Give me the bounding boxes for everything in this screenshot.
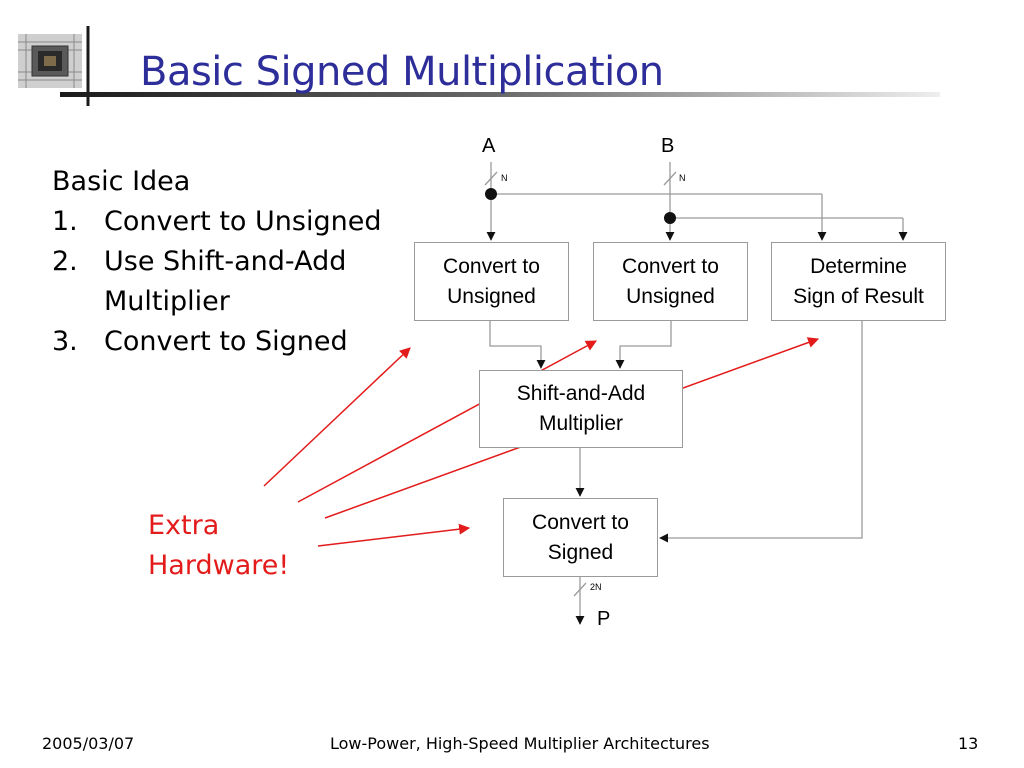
bullet-text: Convert to Unsigned — [104, 206, 382, 237]
extra-hardware-annotation: Extra Hardware! — [148, 506, 289, 586]
annotation-line: Extra — [148, 510, 220, 541]
box-line: Sign of Result — [793, 284, 924, 308]
footer-title: Low-Power, High-Speed Multiplier Archite… — [330, 734, 710, 753]
box-line: Convert to — [622, 254, 719, 278]
input-a-label: A — [482, 135, 496, 157]
red-arrow-2 — [297, 340, 597, 503]
bullet-text-continued: Multiplier — [104, 286, 230, 317]
convert-to-unsigned-a-box: Convert to Unsigned — [414, 242, 569, 321]
bullet-item: 2. Use Shift-and-Add — [52, 242, 381, 282]
box-line: Signed — [547, 540, 614, 564]
page-title: Basic Signed Multiplication — [140, 49, 664, 95]
box-line: Determine — [810, 254, 907, 278]
box-line: Unsigned — [626, 284, 715, 308]
footer-date: 2005/03/07 — [42, 734, 135, 753]
box-line: Shift-and-Add — [516, 382, 646, 405]
output-p-label: P — [597, 608, 611, 630]
red-arrow-1 — [263, 347, 411, 487]
input-b-label: B — [661, 135, 675, 157]
junction-dot-a — [485, 188, 497, 200]
bullet-item: 3. Convert to Signed — [52, 322, 381, 362]
chip-logo-icon — [18, 34, 82, 88]
bus-width-p: 2N — [590, 582, 602, 592]
bullet-text: Convert to Signed — [104, 326, 348, 357]
bullet-number: 2. — [52, 246, 78, 277]
box-line: Unsigned — [447, 284, 536, 308]
box-line: Convert to — [443, 254, 540, 278]
bus-width-a: N — [501, 173, 508, 183]
red-arrow-4 — [317, 523, 471, 547]
annotation-line: Hardware! — [148, 550, 290, 581]
convert-to-signed-box: Convert to Signed — [503, 498, 658, 577]
bus-width-b: N — [679, 173, 686, 183]
convert-to-unsigned-b-box: Convert to Unsigned — [593, 242, 748, 321]
box-line: Convert to — [532, 510, 629, 534]
bullet-number: 1. — [52, 206, 78, 237]
bullet-text: Use Shift-and-Add — [104, 246, 347, 277]
determine-sign-box: Determine Sign of Result — [771, 242, 946, 321]
bullet-number: 3. — [52, 326, 78, 357]
bullet-item: 1. Convert to Unsigned — [52, 202, 381, 242]
junction-dots — [485, 188, 676, 224]
bullet-list: Basic Idea 1. Convert to Unsigned 2. Use S… — [52, 162, 381, 362]
junction-dot-b — [664, 212, 676, 224]
page-number: 13 — [958, 734, 979, 753]
shift-and-add-multiplier-box: Shift-and-Add Multiplier — [479, 370, 683, 448]
bullet-heading: Basic Idea — [52, 166, 191, 197]
box-line: Multiplier — [538, 412, 624, 435]
